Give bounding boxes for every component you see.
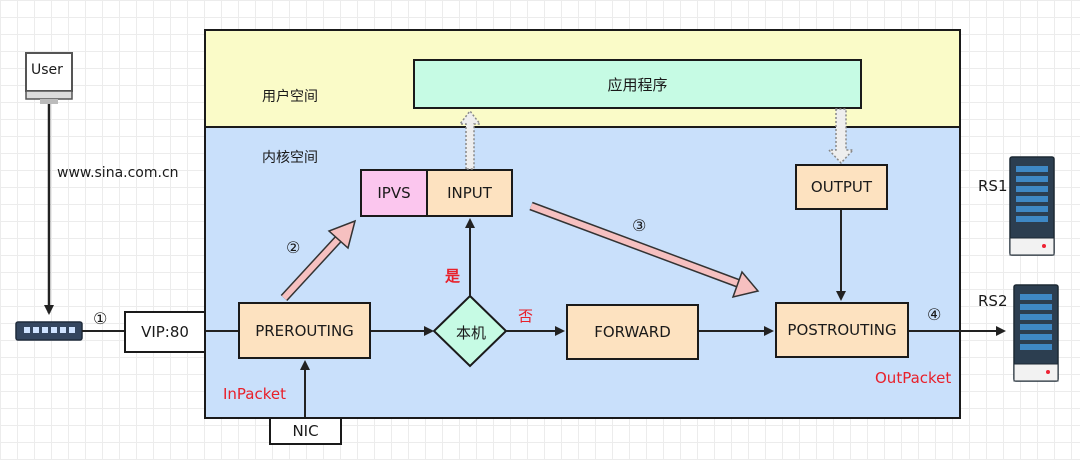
app-to-output-arrow bbox=[827, 108, 855, 165]
app-label: 应用程序 bbox=[607, 75, 668, 94]
step2-arrow-body bbox=[281, 231, 346, 301]
step2-arrow-head bbox=[327, 219, 357, 250]
input-box: INPUT bbox=[426, 169, 513, 217]
server-icon bbox=[1009, 156, 1055, 256]
rs1-label: RS1 bbox=[978, 177, 1008, 195]
output-box: OUTPUT bbox=[795, 164, 888, 210]
postrouting-box: POSTROUTING bbox=[775, 302, 909, 358]
input-to-app-arrow bbox=[458, 109, 482, 170]
ipvs-label: IPVS bbox=[377, 184, 411, 202]
local-decision-diamond bbox=[432, 294, 508, 368]
vip-label: VIP:80 bbox=[141, 323, 189, 341]
nic-label: NIC bbox=[292, 422, 319, 440]
domain-label: www.sina.com.cn bbox=[57, 165, 179, 181]
network-switch-icon bbox=[15, 321, 83, 341]
step3-arrow-body bbox=[529, 203, 742, 287]
user-label: User bbox=[31, 62, 63, 78]
step-4-label: ④ bbox=[927, 305, 942, 324]
step-3-label: ③ bbox=[632, 216, 647, 235]
forward-label: FORWARD bbox=[594, 323, 671, 341]
prerouting-label: PREROUTING bbox=[255, 321, 354, 340]
decision-label: 本机 bbox=[456, 324, 487, 342]
step-1-label: ① bbox=[93, 309, 108, 328]
decision-yes-label: 是 bbox=[445, 267, 461, 285]
decision-no-label: 否 bbox=[518, 307, 534, 325]
in-packet-label: InPacket bbox=[223, 385, 287, 403]
monitor-icon bbox=[25, 52, 73, 104]
prerouting-box: PREROUTING bbox=[238, 302, 371, 359]
kernel-space-label: 内核空间 bbox=[262, 150, 318, 166]
server-icon bbox=[1013, 284, 1059, 382]
rs2-label: RS2 bbox=[978, 292, 1008, 310]
out-packet-label: OutPacket bbox=[875, 369, 952, 387]
forward-box: FORWARD bbox=[566, 304, 699, 360]
postrouting-label: POSTROUTING bbox=[787, 321, 897, 339]
user-space-label: 用户空间 bbox=[262, 89, 318, 105]
nic-box: NIC bbox=[269, 417, 342, 445]
input-label: INPUT bbox=[447, 184, 492, 202]
vip-box: VIP:80 bbox=[124, 311, 206, 353]
step3-arrow-head bbox=[731, 270, 760, 299]
step-2-label: ② bbox=[286, 238, 301, 257]
app-box: 应用程序 bbox=[413, 59, 862, 109]
output-label: OUTPUT bbox=[810, 178, 873, 196]
